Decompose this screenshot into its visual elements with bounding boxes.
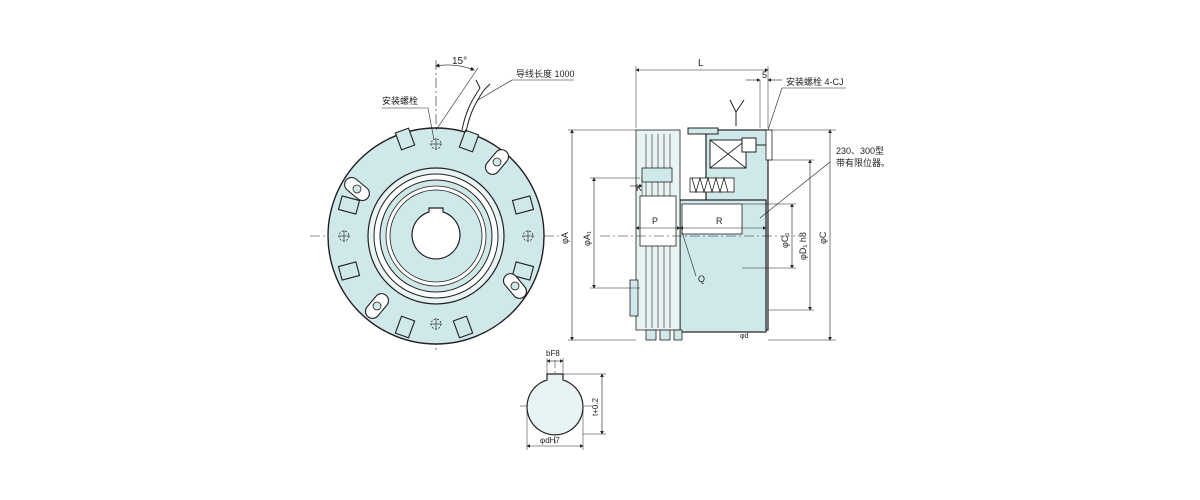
dim-d: φd	[740, 333, 749, 340]
bolt-label-front: 安装螺栓	[382, 95, 418, 106]
rim-notches	[337, 127, 535, 339]
dim-A1: φA₁	[582, 231, 592, 246]
front-bore	[411, 207, 461, 260]
note-line-1: 230、300型	[836, 146, 884, 156]
front-view: 15° 导线长度 1000 安装螺栓	[310, 56, 575, 350]
dim-C1: φC₁	[780, 233, 790, 248]
note-line-2: 带有限位器。	[836, 157, 890, 168]
dim-K: K	[636, 183, 642, 193]
side-view: L 5 安装螺栓 4-CJ 230、300型 带有限位器。 K P R Q φA	[560, 58, 890, 341]
dim-D1: φD₁ h8	[798, 232, 808, 260]
dim-L: L	[698, 58, 704, 69]
dim-P: P	[652, 216, 658, 226]
key-b-label: bF8	[546, 349, 560, 358]
key-bore	[526, 373, 584, 436]
wire-length-label: 导线长度 1000	[516, 68, 575, 79]
angle-label: 15°	[452, 56, 467, 67]
key-t-label: t+0.2	[591, 397, 600, 416]
dim-A: φA	[560, 232, 570, 244]
spring	[689, 176, 735, 194]
bolt-label-side: 安装螺栓 4-CJ	[786, 76, 844, 87]
dim-C: φC	[818, 231, 828, 244]
dim-5: 5	[762, 70, 767, 80]
key-d-label: φdH7	[540, 436, 560, 445]
dim-R: R	[716, 216, 723, 226]
dim-Q: Q	[698, 274, 705, 284]
key-view: bF8 t+0.2 φdH7	[520, 349, 606, 450]
